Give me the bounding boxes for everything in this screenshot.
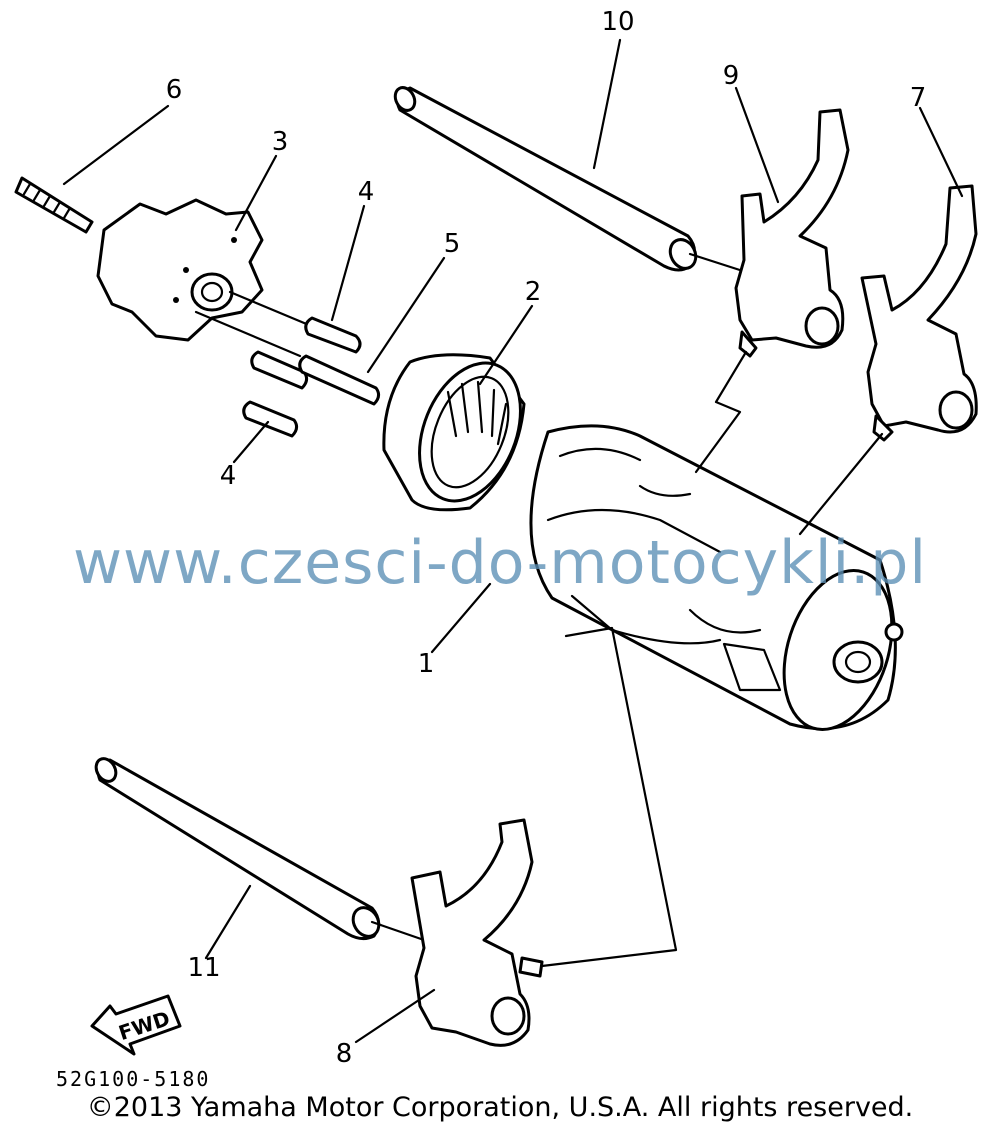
callout-label: 4 <box>220 461 237 491</box>
callout-label: 11 <box>187 953 220 983</box>
leader-lines <box>62 38 964 1044</box>
shift-fork-shaft-upper <box>393 86 748 274</box>
bearing <box>382 353 526 512</box>
screw <box>14 176 94 234</box>
shift-drum <box>529 424 904 732</box>
segment-cam <box>96 198 342 358</box>
callout-label: 2 <box>525 277 542 307</box>
callout-numbers: 10 9 7 6 3 4 5 2 4 1 11 8 <box>166 7 927 1069</box>
callout-label: 3 <box>272 127 289 157</box>
callout-label: 6 <box>166 75 183 105</box>
shift-fork-7 <box>860 184 978 442</box>
callout-label: 9 <box>723 61 740 91</box>
shift-fork-9 <box>734 108 850 358</box>
shift-fork-8 <box>410 818 544 1047</box>
shift-fork-shaft-lower <box>94 757 426 942</box>
callout-label: 4 <box>358 177 375 207</box>
callout-label: 10 <box>601 7 634 37</box>
callout-label: 7 <box>910 83 927 113</box>
watermark-text: www.czesci-do-motocykli.pl <box>72 528 928 598</box>
callout-label: 8 <box>336 1039 353 1069</box>
reference-code: 52G100-5180 <box>56 1067 210 1091</box>
copyright-notice: ©2013 Yamaha Motor Corporation, U.S.A. A… <box>86 1092 914 1123</box>
callout-label: 5 <box>444 229 461 259</box>
callout-label: 1 <box>418 649 435 679</box>
pins <box>242 316 381 438</box>
forward-arrow-icon: FWD <box>90 994 182 1056</box>
